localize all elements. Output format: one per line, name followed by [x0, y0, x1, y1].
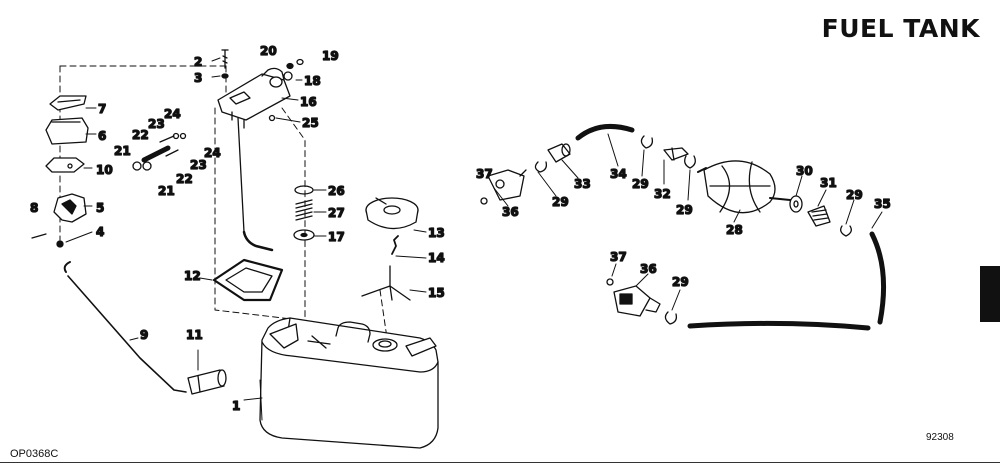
- callout-25: 25: [302, 116, 319, 130]
- callout-34: 34: [610, 167, 627, 181]
- section-thumb-tab: [980, 266, 1000, 322]
- callout-29-a: 29: [552, 195, 569, 209]
- cover-part-6: [45, 117, 89, 145]
- callout-11: 11: [186, 328, 203, 342]
- filler-cap-part-13: [365, 197, 419, 230]
- callout-5: 5: [96, 201, 104, 215]
- callout-29-d: 29: [846, 188, 863, 202]
- callout-35: 35: [874, 197, 891, 211]
- callout-12: 12: [184, 269, 201, 283]
- connector-part-36-lower: [613, 285, 661, 317]
- filter-part-11: [187, 369, 227, 395]
- reference-code: OP0368C: [10, 448, 59, 460]
- washer-part-3: [221, 73, 229, 79]
- callout-14: 14: [428, 251, 445, 265]
- leader-lines: [65, 57, 883, 401]
- callout-20: 20: [260, 44, 277, 58]
- fitting-part-31: [807, 205, 831, 227]
- callout-17: 17: [328, 230, 345, 244]
- callout-16: 16: [300, 95, 317, 109]
- fitting-part-33: [547, 143, 571, 163]
- primer-bulb-part-28: [697, 160, 791, 214]
- oring-part-25: [268, 114, 276, 122]
- callout-28: 28: [726, 223, 743, 237]
- fitting-part-32: [663, 147, 689, 161]
- washer-part-17: [293, 229, 315, 241]
- callout-8: 8: [30, 201, 38, 215]
- callout-19: 19: [322, 49, 339, 63]
- nut-part-4: [56, 240, 64, 248]
- pickup-tube-part-9: [63, 261, 187, 393]
- callout-6: 6: [98, 129, 106, 143]
- gasket-part-12: [212, 258, 284, 302]
- callout-24-a: 24: [164, 107, 181, 121]
- valve-part-30: [789, 195, 803, 213]
- screw-part-2: [221, 49, 229, 69]
- fitting-part-18: [283, 71, 293, 81]
- gauge-body-part-16: [217, 67, 291, 252]
- callout-9: 9: [140, 328, 148, 342]
- callout-22-a: 22: [132, 128, 149, 142]
- callout-labels: 2 3 7 6 10 5 8 4 9 11 1 12 20 19 18 16 2…: [29, 43, 891, 413]
- callout-23-a: 23: [148, 117, 165, 131]
- callout-29-b: 29: [632, 177, 649, 191]
- callout-1: 1: [232, 399, 240, 413]
- connector-part-37-lower: [606, 278, 614, 286]
- callout-21-a: 21: [114, 144, 131, 158]
- callout-2: 2: [194, 55, 202, 69]
- callout-18: 18: [304, 74, 321, 88]
- vent-part-15: [361, 265, 411, 301]
- callout-29-e: 29: [672, 275, 689, 289]
- clamp-part-29-c: [684, 155, 696, 169]
- screw-part-8: [31, 233, 47, 239]
- hose-part-35: [687, 231, 887, 331]
- callout-33: 33: [574, 177, 591, 191]
- plate-part-10: [45, 157, 85, 173]
- callout-27: 27: [328, 206, 345, 220]
- washer-part-26: [294, 185, 314, 195]
- clamp-part-29-d: [840, 225, 852, 237]
- nut-part-20: [286, 62, 294, 70]
- callout-26: 26: [328, 184, 345, 198]
- bottom-rule: [0, 462, 1000, 463]
- callout-3: 3: [194, 71, 202, 85]
- connector-part-37-upper: [480, 197, 488, 205]
- callout-21-b: 21: [158, 184, 175, 198]
- callout-22-b: 22: [176, 172, 193, 186]
- callout-30: 30: [796, 164, 813, 178]
- clamp-part-29-a: [534, 161, 548, 173]
- callout-29-c: 29: [676, 203, 693, 217]
- valve-parts-21-24: [132, 132, 187, 171]
- callout-37-a: 37: [476, 167, 493, 181]
- clamp-part-29-b: [640, 135, 654, 149]
- clamp-part-29-e: [664, 311, 678, 325]
- gasket-part-7: [49, 95, 87, 111]
- drawing-number: 92308: [926, 432, 954, 443]
- washer-part-19: [296, 58, 304, 66]
- chain-part-14: [391, 235, 399, 255]
- callout-31: 31: [820, 176, 837, 190]
- callout-4: 4: [96, 225, 104, 239]
- callout-32: 32: [654, 187, 671, 201]
- connector-part-36-upper: [487, 169, 527, 201]
- callout-15: 15: [428, 286, 445, 300]
- callout-36-a: 36: [502, 205, 519, 219]
- spring-part-27: [295, 199, 313, 221]
- callout-36-b: 36: [640, 262, 657, 276]
- callout-7: 7: [98, 102, 106, 116]
- fuel-tank-body: [259, 317, 439, 449]
- hose-part-34-short: [575, 123, 635, 141]
- callout-24-b: 24: [204, 146, 221, 160]
- page-title: FUEL TANK: [821, 14, 980, 43]
- callout-13: 13: [428, 226, 445, 240]
- callout-37-b: 37: [610, 250, 627, 264]
- callout-23-b: 23: [190, 158, 207, 172]
- bracket-part-5: [53, 193, 87, 223]
- callout-10: 10: [96, 163, 113, 177]
